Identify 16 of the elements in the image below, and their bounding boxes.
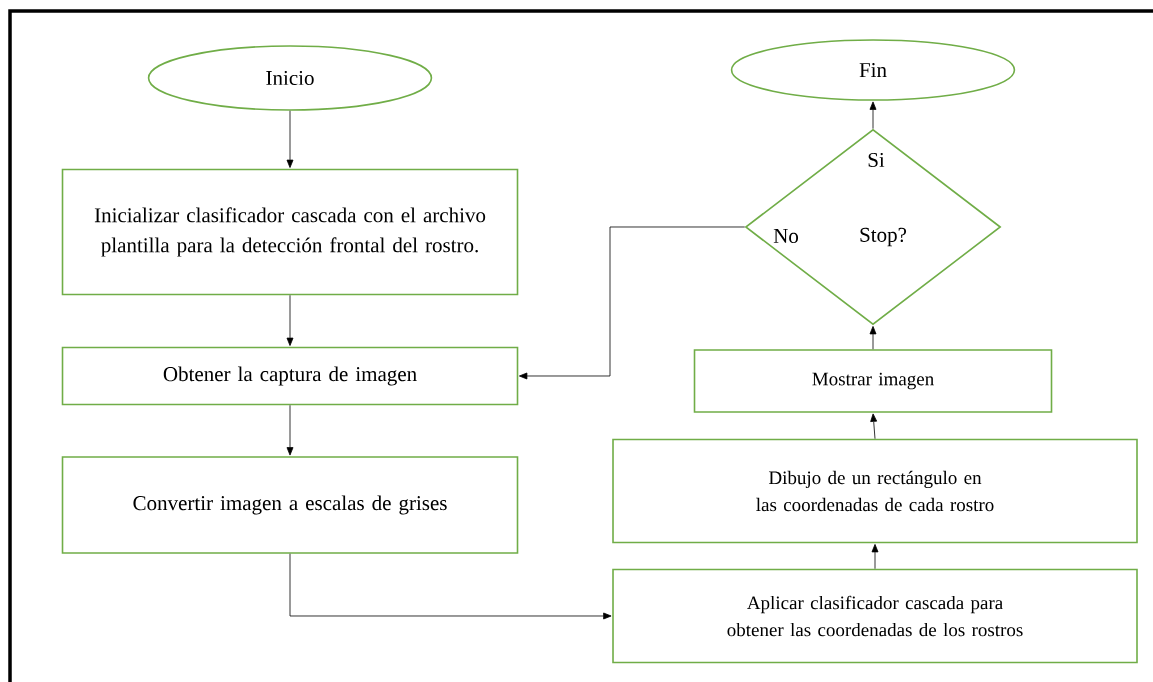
process-box: Dibujo de un rectángulo en las coordenadas de cada rostro [612,438,1138,544]
arrow [289,553,612,620]
process-box: Obtener la captura de imagen [61,346,519,406]
arrow [871,544,879,570]
process-box: Aplicar clasificador cascada para obtener las coordenadas de los rostros [612,568,1138,664]
arrow [519,226,746,380]
arrow [286,294,294,346]
process-box: Mostrar imagen [693,349,1053,413]
arrow [869,326,877,350]
arrow [870,413,878,440]
arrow [869,101,877,130]
process-box: Convertir imagen a escalas de grises [61,456,519,554]
arrow [286,110,294,168]
edge-label: No [772,228,800,244]
arrow [286,404,294,456]
process-box: Inicializar clasificador cascada con el archivo plantilla para la detección frontal del rostro. [61,168,519,296]
